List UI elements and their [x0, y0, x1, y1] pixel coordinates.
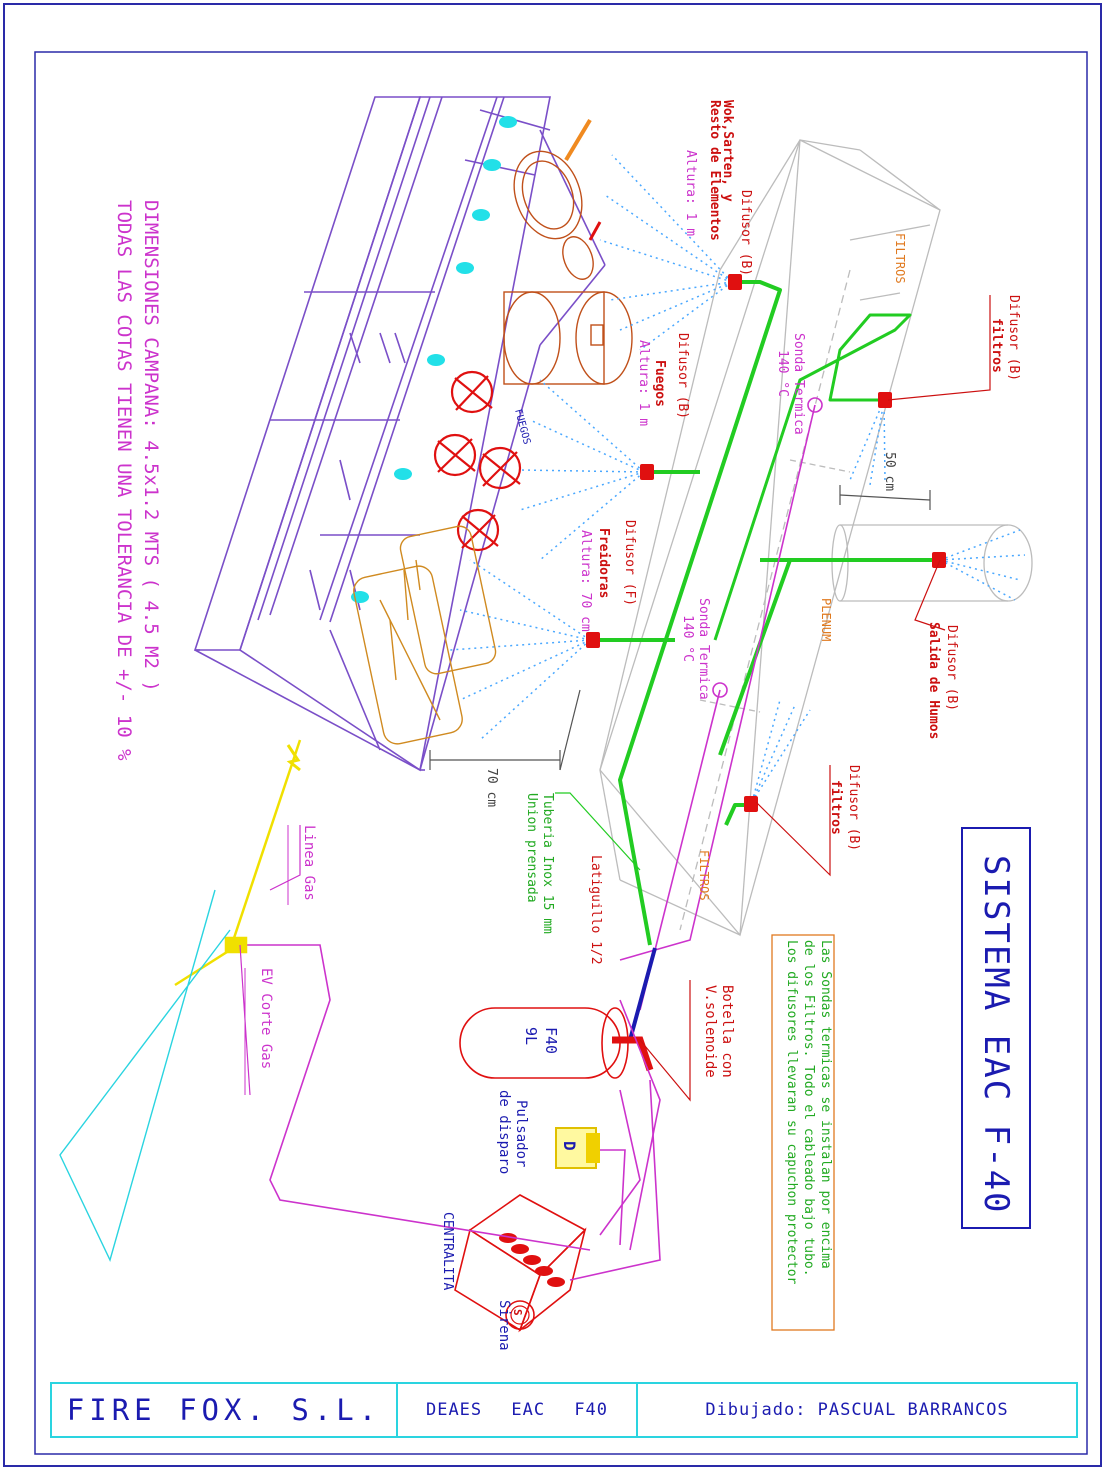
label-difusor-humos-title: Difusor (B): [944, 625, 959, 711]
label-filtros-bottom: FILTROS: [697, 850, 711, 901]
label-difusor-fuegos-title: Difusor (B): [675, 333, 690, 419]
label-difusor-freidoras-line1: Freidoras: [596, 528, 611, 598]
label-dim-50: 50 cm: [882, 452, 897, 491]
diffuser-filtros-top: [878, 392, 892, 408]
outer-border: [3, 3, 1102, 1467]
install-note-line2: de los Filtros. Todo el cableado bajo tu…: [801, 940, 816, 1277]
label-pulsador-line1: Pulsador: [513, 1100, 529, 1167]
system-title: SISTEMA EAC F-40: [976, 855, 1016, 1215]
label-ev-corte-gas: EV Corte Gas: [258, 968, 274, 1069]
label-difusor-wok-line1: Wok,Sarten, y: [720, 100, 735, 202]
diffuser-fuegos: [640, 464, 654, 480]
label-latiguillo: Latiguillo 1/2: [588, 855, 603, 965]
install-note-line1: Las Sondas termicas se instalan por enci…: [818, 940, 833, 1269]
dimensions-note-line1: DIMENSIONES CAMPANA: 4.5x1.2 MTS ( 4.5 M…: [140, 200, 162, 692]
gas-line: [174, 739, 302, 987]
diffuser-humos: [932, 552, 946, 568]
label-sirena: Sirena: [496, 1300, 512, 1351]
bottle-riser: [628, 947, 657, 1041]
label-filtros-top: FILTROS: [893, 233, 907, 284]
label-linea-gas: Linea Gas: [301, 825, 317, 901]
agent-pipe: [594, 280, 940, 946]
wok-pans: [513, 118, 602, 280]
diffuser-freidoras: [586, 632, 600, 648]
company-name: FIRE FOX. S.L.: [52, 1384, 398, 1436]
kitchen-hood: [193, 96, 606, 772]
drawing-code: DEAES EAC F40: [398, 1384, 638, 1436]
label-difusor-filtros-bottom-title: Difusor (B): [846, 765, 861, 851]
inner-border: [34, 51, 1088, 1455]
push-button: [555, 1127, 600, 1169]
label-dim-70: 70 cm: [484, 768, 499, 807]
diffuser-filtros-bottom: [744, 796, 758, 812]
label-difusor-filtros-top-title: Difusor (B): [1006, 295, 1021, 381]
label-sonda-top: Sonda Termica: [791, 333, 806, 435]
label-sonda-bottom-temp: 140 °C: [680, 615, 695, 662]
siren: [505, 1300, 535, 1330]
label-difusor-wok-height: Altura: 1 m: [683, 150, 698, 236]
burners: [433, 370, 522, 552]
label-botella-line2: V.solenoide: [702, 985, 718, 1078]
label-centralita: CENTRALITA: [440, 1212, 455, 1290]
fryers: [353, 525, 497, 745]
spray-patterns: [449, 154, 1026, 803]
leader-lines: [239, 295, 991, 1102]
label-difusor-fuegos-height: Altura: 1 m: [636, 340, 651, 426]
control-panel: [454, 1194, 587, 1333]
label-difusor-wok-title: Difusor (B): [738, 190, 753, 276]
tuberia-leader: [555, 792, 641, 871]
label-sonda-top-temp: 140 °C: [775, 350, 790, 397]
label-fuegos: FUEGOS: [512, 408, 532, 446]
reference-lines: [59, 889, 231, 1262]
title-block: FIRE FOX. S.L. DEAES EAC F40 Dibujado: P…: [50, 1382, 1078, 1438]
sirena-icon-letter: S: [511, 1309, 524, 1316]
label-difusor-freidoras-title: Difusor (F): [622, 520, 637, 606]
label-difusor-wok-line2: Resto de Elementos: [707, 100, 722, 241]
label-tuberia-line1: Tuberia Inox 15 mm: [540, 793, 555, 934]
label-botella-line1: Botella con: [719, 985, 735, 1078]
install-note-line3: Los difusores llevaran su capuchon prote…: [784, 940, 799, 1285]
diffuser-wok: [728, 274, 742, 290]
label-plenum: PLENUM: [819, 598, 833, 641]
label-tuberia-line2: Union prensada: [524, 793, 539, 903]
pulsador-icon-letter: D: [560, 1141, 579, 1151]
dimensions-note-line2: TODAS LAS COTAS TIENEN UNA TOLERANCIA DE…: [113, 200, 135, 761]
system-title-frame: [961, 827, 1031, 1229]
dimension-lines: [429, 485, 931, 771]
hood-lights: [351, 116, 517, 603]
diffusers: [586, 274, 946, 812]
exhaust-duct: [831, 524, 1033, 602]
label-difusor-fuegos-line1: Fuegos: [652, 360, 667, 407]
label-difusor-filtros-top-line1: filtros: [989, 318, 1004, 373]
label-difusor-freidoras-height: Altura: 70 cm: [578, 530, 593, 632]
label-difusor-filtros-bottom-line1: filtros: [828, 780, 843, 835]
wiring: [240, 944, 661, 1281]
stock-pot: [503, 291, 633, 385]
label-botella-9l: 9L: [522, 1027, 540, 1045]
label-difusor-humos-line1: Salida de Humos: [926, 622, 941, 739]
drawn-by: Dibujado: PASCUAL BARRANCOS: [705, 1400, 1009, 1420]
label-botella-f40: F40: [542, 1027, 560, 1054]
install-note-frame: [771, 934, 835, 1331]
label-pulsador-line2: de disparo: [496, 1090, 512, 1174]
label-sonda-bottom: Sonda Termica: [696, 598, 711, 700]
